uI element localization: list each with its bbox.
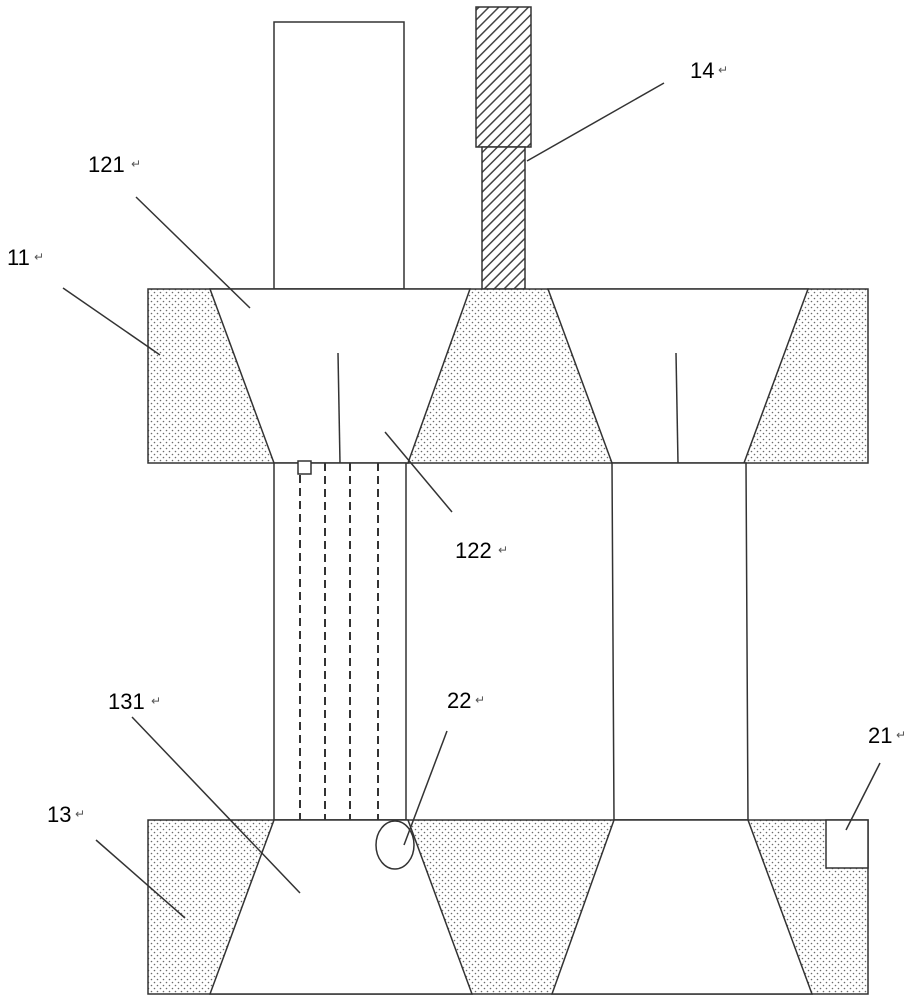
leader-line-122	[384, 431, 453, 513]
top-block	[273, 21, 405, 290]
leader-line-21	[845, 762, 881, 831]
label-13: 13	[47, 802, 71, 827]
lower-funnel-right	[550, 819, 814, 995]
upper-funnel-left	[208, 288, 472, 464]
label-22: 22	[447, 688, 471, 713]
rod-head	[475, 6, 532, 148]
label-13-mark: ↵	[75, 807, 85, 821]
label-11: 11	[7, 245, 30, 270]
label-21: 21	[868, 723, 892, 748]
label-11-mark: ↵	[34, 250, 44, 264]
left-channel	[273, 462, 407, 821]
label-14-mark: ↵	[718, 63, 728, 77]
upper-funnel-left-center-line	[337, 352, 341, 464]
upper-funnel-right-center-line	[675, 352, 679, 464]
right-channel	[611, 462, 749, 821]
label-22-mark: ↵	[475, 693, 485, 707]
circle-22	[375, 820, 415, 870]
leader-line-14	[526, 82, 665, 162]
label-14: 14	[690, 58, 714, 83]
rod-shaft	[481, 146, 526, 290]
label-122-mark: ↵	[498, 543, 508, 557]
label-121-mark: ↵	[131, 157, 141, 171]
leader-line-121	[135, 196, 251, 309]
label-131-mark: ↵	[151, 694, 161, 708]
label-122: 122	[455, 538, 492, 563]
label-131: 131	[108, 689, 145, 714]
small-sensor-square	[297, 460, 312, 475]
leader-line-11	[62, 287, 161, 356]
label-121: 121	[88, 152, 125, 177]
leader-line-131	[131, 716, 301, 894]
label-21-mark: ↵	[896, 728, 906, 742]
leader-line-22	[403, 730, 448, 846]
leader-line-13	[95, 839, 186, 919]
